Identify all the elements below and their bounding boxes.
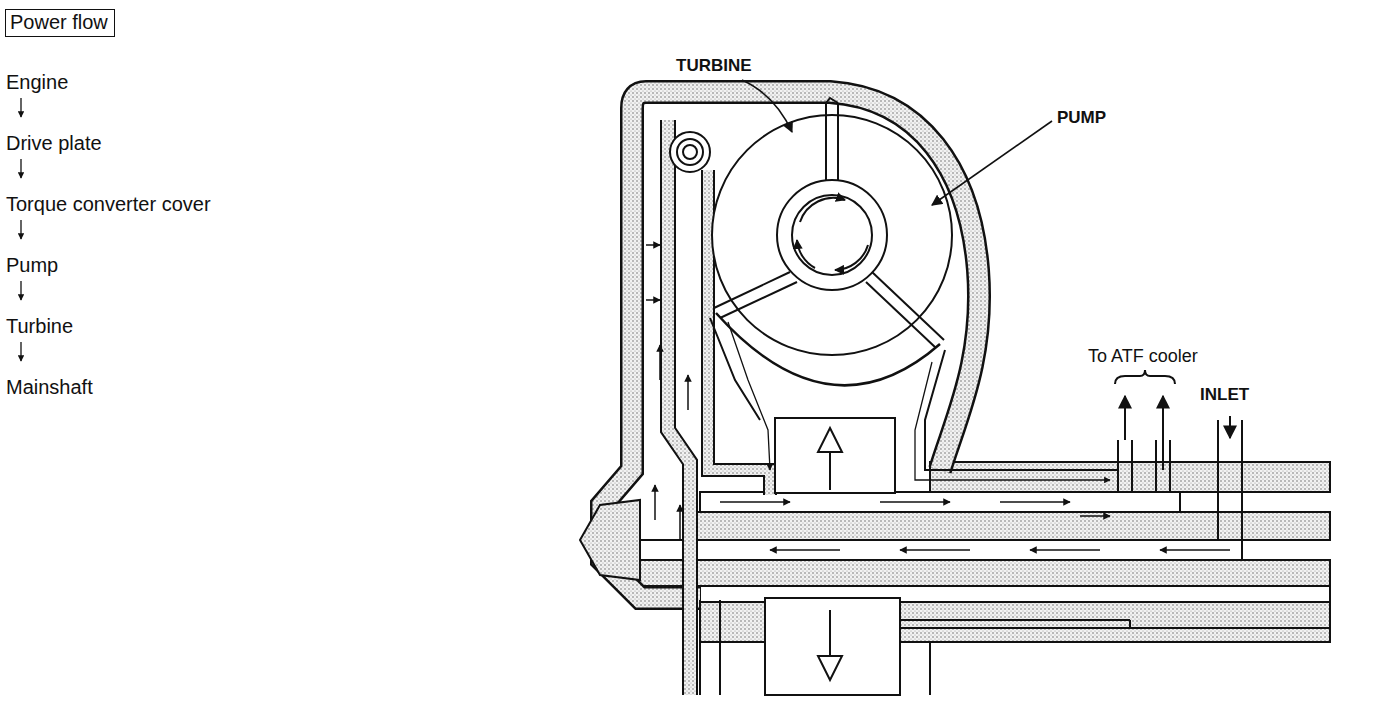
- illustration-part: [646, 244, 660, 246]
- illustration-part: [829, 610, 831, 656]
- illustration-part: [710, 318, 760, 420]
- illustration-part: [900, 549, 970, 551]
- illustration-part: [932, 121, 1052, 205]
- illustration-part: [659, 345, 661, 380]
- illustration-part: [683, 145, 697, 159]
- illustration-part: [880, 501, 950, 503]
- illustration-part: [630, 540, 1242, 560]
- illustration-part: [1080, 515, 1110, 517]
- flow-step: Turbine: [6, 315, 73, 337]
- illustration-part: [872, 272, 944, 340]
- illustration-part: [720, 282, 797, 318]
- illustration-part: [677, 139, 703, 165]
- illustration-part: [670, 132, 710, 172]
- illustration-part: [742, 80, 792, 132]
- flow-step: Engine: [6, 71, 68, 93]
- illustration-part: [1131, 440, 1133, 492]
- illustration-part: [1162, 396, 1164, 470]
- illustration-part: [668, 120, 690, 695]
- illustration-part: [630, 560, 1330, 586]
- illustration-part: [580, 500, 640, 580]
- flow-step: Torque converter cover: [6, 193, 211, 215]
- illustration-part: [930, 462, 1330, 492]
- heading-text: Power flow: [10, 11, 110, 33]
- flow-step: Pump: [6, 254, 58, 276]
- illustration-part: [716, 313, 940, 385]
- illustration-part: [20, 220, 21, 239]
- illustration-part: [829, 452, 831, 490]
- flow-step: Drive plate: [6, 132, 102, 154]
- illustration-part: [770, 549, 840, 551]
- part-name: PUMP: [1057, 109, 1106, 128]
- shaft-layers: [630, 462, 1330, 642]
- illustration-part: [1129, 620, 1131, 628]
- illustration-part: [20, 342, 21, 361]
- illustration-part: [699, 600, 701, 695]
- illustration-part: [929, 642, 931, 695]
- illustration-part: [818, 428, 842, 452]
- port-label: To ATF cooler: [1088, 347, 1198, 367]
- illustration-part: [818, 656, 842, 680]
- heading-box: Power flow: [5, 9, 115, 37]
- illustration-part: [825, 103, 827, 180]
- illustration-part: [1000, 501, 1070, 503]
- illustration-part: [880, 619, 1130, 621]
- illustration-part: [775, 418, 895, 493]
- illustration-part: [720, 501, 790, 503]
- illustration-part: [792, 195, 872, 275]
- illustration-part: [1115, 370, 1175, 384]
- part-name: TURBINE: [676, 57, 752, 76]
- illustration-part: [1160, 549, 1230, 551]
- flow-step: Mainshaft: [6, 376, 93, 398]
- illustration-part: [900, 627, 1330, 629]
- illustration-part: [679, 505, 681, 540]
- illustration-part: [719, 600, 721, 695]
- illustration-part: [777, 180, 887, 290]
- illustration-part: [687, 375, 689, 410]
- illustration-part: [800, 198, 845, 222]
- illustration-part: [20, 159, 21, 178]
- illustration-part: [925, 350, 1118, 470]
- illustration-part: [690, 512, 1330, 540]
- illustration-part: [602, 92, 979, 598]
- illustration-part: [20, 98, 21, 117]
- illustration-part: [1169, 440, 1171, 492]
- stator-hub: [765, 418, 1330, 695]
- illustration-part: [728, 322, 770, 470]
- illustration-part: [866, 282, 936, 348]
- converter-cover: [580, 92, 979, 695]
- leader-lines: [742, 80, 1052, 205]
- illustration-part: [835, 245, 868, 270]
- illustration-part: [915, 362, 1110, 480]
- illustration-part: [1229, 416, 1231, 438]
- illustration-part: [797, 240, 815, 268]
- port-label: INLET: [1200, 386, 1249, 405]
- illustration-part: [602, 92, 979, 598]
- illustration-part: [1117, 440, 1119, 492]
- illustration-part: [837, 103, 839, 180]
- illustration-part: [826, 98, 838, 103]
- illustration-part: [654, 485, 656, 520]
- cover-flow: [646, 245, 688, 540]
- illustration-part: [1030, 549, 1100, 551]
- illustration-part: [765, 598, 900, 695]
- illustration-part: [646, 299, 660, 301]
- illustration-part: [900, 641, 1330, 643]
- illustration-part: [1217, 420, 1219, 540]
- illustration-part: [712, 115, 952, 355]
- illustration-part: [1124, 396, 1126, 440]
- illustration-part: [1155, 440, 1157, 492]
- torus: [710, 98, 1118, 470]
- illustration-part: [20, 281, 21, 300]
- damper-spring: [670, 132, 710, 172]
- passage-flow: [720, 502, 1230, 550]
- illustration-part: [668, 120, 690, 695]
- illustration-part: [1241, 420, 1243, 560]
